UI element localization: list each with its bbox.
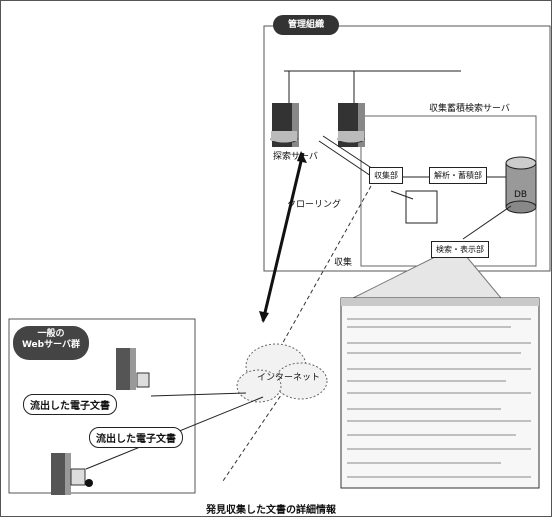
analyze-unit-label: 解析・蓄積部 <box>429 167 487 184</box>
web-servers-line2: Webサーバ群 <box>13 340 89 351</box>
collect-label: 収集 <box>334 259 352 268</box>
collect-server-label: 収集蓄積検索サーバ <box>429 105 510 114</box>
db-label: DB <box>514 191 527 200</box>
server-icon <box>271 103 299 147</box>
search-display-unit-label: 検索・表示部 <box>431 241 489 258</box>
server-icon <box>338 103 365 147</box>
leaked-doc-callout-2: 流出した電子文書 <box>89 427 183 448</box>
internet-label: インターネット <box>257 374 320 383</box>
document-icon <box>406 191 437 223</box>
web-servers-label: 一般の Webサーバ群 <box>13 326 89 360</box>
admin-org-label: 管理組織 <box>273 15 339 35</box>
collect-unit-label: 収集部 <box>369 167 403 184</box>
admin-org-box <box>264 26 550 271</box>
caption: 発見収集した文書の詳細情報 <box>206 501 336 516</box>
leaked-doc-callout-1: 流出した電子文書 <box>23 394 117 415</box>
database-icon <box>506 157 536 213</box>
crawling-label: クローリング <box>287 201 341 210</box>
patrol-server-label: 探索サーバ <box>273 153 318 162</box>
web-servers-line1: 一般の <box>13 329 89 340</box>
